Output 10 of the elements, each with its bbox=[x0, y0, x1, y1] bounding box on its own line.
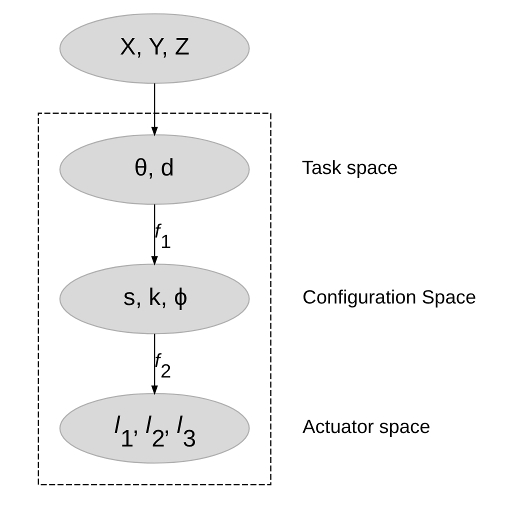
arrow bbox=[150, 82, 158, 136]
node-ellipse: s, k, ϕ bbox=[58, 263, 250, 334]
node-ellipse: X, Y, Z bbox=[58, 12, 250, 84]
node-label: Actuator space bbox=[302, 416, 430, 438]
arrow bbox=[150, 333, 158, 395]
cluster bbox=[37, 112, 271, 485]
node-label: Configuration Space bbox=[302, 286, 476, 308]
node-label: Task space bbox=[301, 158, 398, 179]
arrow bbox=[150, 204, 158, 266]
node-ellipse: θ, d bbox=[58, 134, 250, 204]
